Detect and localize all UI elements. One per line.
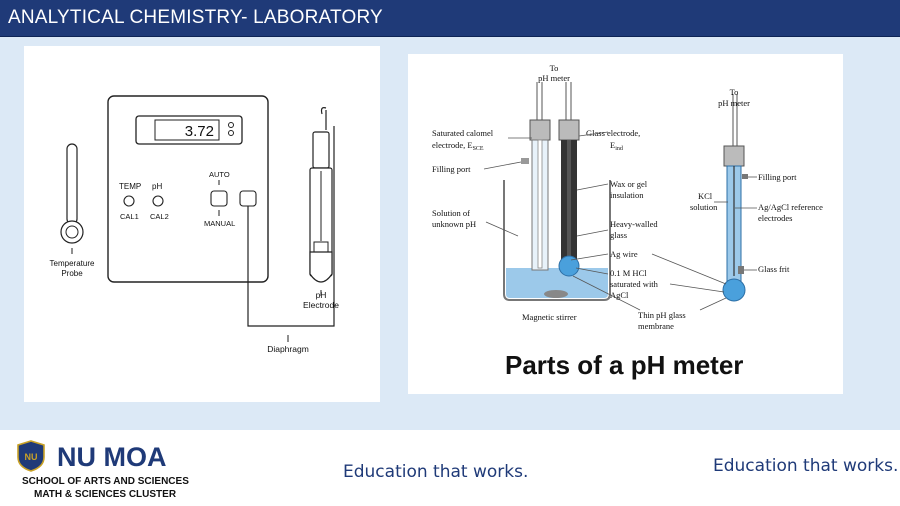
logo-badge-text: NU [25,452,38,462]
probe-label-2: Probe [61,269,83,278]
probe-bulb-inner [65,225,79,239]
ph-button[interactable] [152,195,164,207]
glass-label-1: Glass electrode, [586,128,640,138]
membrane-leader-right [699,297,727,311]
ph-meter-schematic: 3.72 TEMP pH CAL1 CAL2 AUTO MANUAL Tempe… [50,95,339,354]
ref-cap [723,145,745,167]
heavy-label-2: glass [610,230,627,240]
auto-label: AUTO [209,170,230,179]
ag-wire-leader [570,253,609,261]
unknown-solution [506,268,608,298]
electrode-bulb [309,251,333,283]
stir-bar [544,290,568,298]
hcl-label-2: saturated with [610,279,659,289]
school-line-2: MATH & SCIENCES CLUSTER [34,489,177,500]
agcl-label-1: Ag/AgCl reference [758,202,823,212]
electrode-diagram: To pH meter To pH meter Saturated calome… [432,63,823,331]
filling-port-left-label: Filling port [432,164,471,174]
header-bar: ANALYTICAL CHEMISTRY- LABORATORY [0,0,900,37]
temp-button[interactable] [123,195,135,207]
ph-meter-schematic-panel: 3.72 TEMP pH CAL1 CAL2 AUTO MANUAL Tempe… [24,46,380,402]
electrode-label-2: Electrode [303,300,339,310]
glass-label-2: Eind [610,140,623,152]
glass-frit-label: Glass frit [758,264,790,274]
electrode-cable [247,126,335,327]
solution-leader [485,221,519,237]
filling-port-right-knob [742,174,748,179]
manual-label: MANUAL [204,219,235,228]
ag-wire-leader-right [651,253,727,285]
electrode-port[interactable] [239,190,257,207]
stirrer-label: Magnetic stirrer [522,312,577,322]
hcl-label-1: 0.1 M HCl [610,268,647,278]
filling-port-left-leader [483,161,522,170]
solution-label-1: Solution of [432,208,470,218]
calomel-label-2: electrode, ESCE [432,140,484,152]
to-ph-meter-1a: To [550,63,559,73]
temp-label: TEMP [119,182,141,191]
calomel-cap [529,119,551,141]
to-ph-meter-2a: To [730,87,739,97]
hcl-leader-right [669,283,725,293]
electrode-top [320,107,327,115]
to-ph-meter-1b: pH meter [538,73,570,83]
cal1-label: CAL1 [120,212,139,221]
beaker [503,180,611,301]
nu-shield-logo: NU [17,440,45,472]
hcl-leader [575,267,609,275]
calomel-label-1: Saturated calomel [432,128,494,138]
glass-leader [578,131,609,137]
mode-button[interactable] [210,190,228,207]
kcl-label-1: KCl [698,191,713,201]
filling-port-right-label: Filling port [758,172,797,182]
ph-label: pH [152,182,162,191]
hcl-label-3: AgCl [610,290,629,300]
cal2-label: CAL2 [150,212,169,221]
logo-name: NU MOA [57,442,167,472]
heavy-leader [576,229,609,237]
electrode-cap [312,131,330,169]
indicator-light-bottom [228,130,234,136]
membrane-label-1: Thin pH glass [638,310,686,320]
ag-wire-label: Ag wire [610,249,638,259]
calomel-inner [537,139,543,269]
agcl-label-2: electrodes [758,213,792,223]
page-title: ANALYTICAL CHEMISTRY- LABORATORY [8,7,383,28]
tagline-center: Education that works. [343,462,529,482]
temperature-probe [66,143,78,225]
ref-bulb [722,278,746,302]
school-line-1: SCHOOL OF ARTS AND SCIENCES [22,476,189,487]
to-ph-meter-2b: pH meter [718,98,750,108]
electrode-label-1: pH [316,290,327,300]
electrode-junction [313,241,329,253]
display-value: 3.72 [185,123,214,140]
glass-membrane [558,255,580,277]
wax-leader [576,183,609,191]
membrane-leader [572,275,641,311]
diaphragm-label: Diaphragm [267,344,309,354]
probe-label-1: Temperature [50,259,95,268]
membrane-label-2: membrane [638,321,674,331]
glass-frit-mark [738,266,744,274]
kcl-label-2: solution [690,202,718,212]
heavy-label-1: Heavy-walled [610,219,658,229]
wax-label-2: insulation [610,190,644,200]
glass-wire [567,140,571,262]
tagline-right: Education that works. [713,456,899,476]
electrode-diagram-panel: To pH meter To pH meter Saturated calome… [408,54,843,394]
glass-cap [558,119,580,141]
indicator-light-top [228,122,234,128]
filling-port-left-knob [521,158,529,164]
footer-bar [0,430,900,506]
display-window [154,119,220,141]
solution-label-2: unknown pH [432,219,476,229]
diagram-caption: Parts of a pH meter [505,350,744,380]
wax-label-1: Wax or gel [610,179,648,189]
